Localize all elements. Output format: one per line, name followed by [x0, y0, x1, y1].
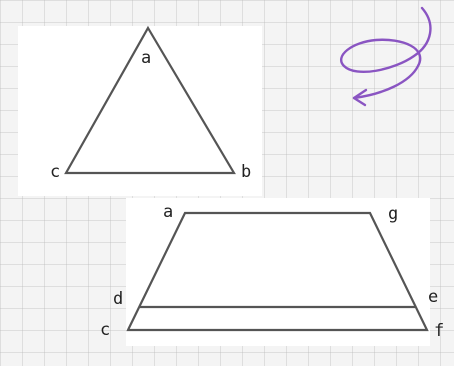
- trapezoid-label-c: c: [100, 320, 110, 340]
- trapezoid-label-a: a: [163, 202, 173, 222]
- trapezoid-panel: [126, 198, 430, 346]
- spiral-arrow-doodle-icon: [340, 6, 432, 107]
- triangle-figure: [64, 25, 236, 175]
- trapezoid-figure: [126, 211, 429, 332]
- triangle-label-a: a: [141, 48, 151, 68]
- triangle-panel: [18, 26, 262, 196]
- trapezoid-acfg: [126, 211, 429, 332]
- triangle-label-c: c: [50, 162, 60, 182]
- trapezoid-label-e: e: [428, 287, 438, 307]
- triangle-label-b: b: [241, 162, 251, 182]
- triangle-abc: [64, 25, 236, 175]
- trapezoid-label-d: d: [113, 289, 123, 309]
- trapezoid-label-g: g: [388, 204, 398, 224]
- trapezoid-label-f: f: [434, 321, 444, 341]
